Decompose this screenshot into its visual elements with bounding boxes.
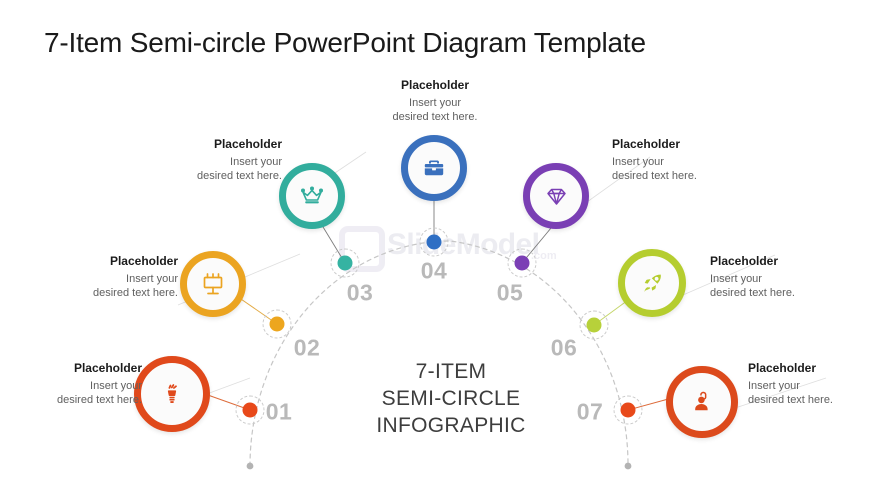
support-agent-icon — [689, 389, 715, 415]
node-dot-01[interactable] — [242, 402, 258, 418]
step-number-01: 01 — [265, 398, 293, 425]
step-number-07: 07 — [576, 398, 604, 425]
text-block-04: Placeholder Insert your desired text her… — [376, 77, 494, 124]
text-block-05: Placeholder Insert your desired text her… — [612, 136, 742, 183]
body-05-l2: desired text here. — [612, 170, 697, 182]
body-07-l1: Insert your — [748, 380, 800, 392]
step-number-04: 04 — [420, 257, 448, 284]
step-number-03: 03 — [346, 279, 374, 306]
billboard-icon — [200, 271, 226, 297]
center-title-line-2: SEMI-CIRCLE — [381, 387, 521, 410]
arc-endpoint-dot-right — [624, 462, 632, 470]
body-04-l1: Insert your — [409, 97, 461, 109]
text-block-02: Placeholder Insert your desired text her… — [62, 253, 178, 300]
heading-06: Placeholder — [710, 254, 779, 268]
heading-04: Placeholder — [400, 78, 470, 92]
node-ring-05 — [507, 248, 537, 278]
node-ring-04 — [419, 227, 449, 257]
node-ring-01 — [235, 395, 265, 425]
crown-icon — [299, 183, 325, 209]
heading-01: Placeholder — [73, 361, 142, 375]
node-ring-02 — [262, 309, 292, 339]
body-04-l2: desired text here. — [392, 111, 478, 123]
node-dot-02[interactable] — [269, 316, 285, 332]
node-dot-03[interactable] — [337, 255, 353, 271]
step-number-06: 06 — [550, 334, 578, 361]
icon-circle-06[interactable] — [618, 249, 686, 317]
briefcase-icon — [421, 155, 447, 181]
body-02-l2: desired text here. — [93, 287, 178, 299]
body-01-l1: Insert your — [90, 380, 142, 392]
body-02-l1: Insert your — [126, 273, 178, 285]
rocket-icon — [639, 270, 666, 297]
heading-02: Placeholder — [109, 254, 178, 268]
node-dot-04[interactable] — [426, 234, 442, 250]
node-ring-03 — [330, 248, 360, 278]
body-03-l2: desired text here. — [197, 170, 282, 182]
icon-circle-05[interactable] — [523, 163, 589, 229]
icon-circle-02[interactable] — [180, 251, 246, 317]
page-title: 7-Item Semi-circle PowerPoint Diagram Te… — [44, 27, 646, 58]
center-title-line-1: 7-ITEM — [415, 360, 487, 383]
node-dot-07[interactable] — [620, 402, 636, 418]
icon-circle-04[interactable] — [401, 135, 467, 201]
icon-circle-03[interactable] — [279, 163, 345, 229]
diamond-icon — [543, 183, 570, 210]
body-01-l2: desired text here. — [57, 394, 142, 406]
body-06-l1: Insert your — [710, 273, 762, 285]
lightbulb-icon — [160, 382, 184, 406]
heading-05: Placeholder — [612, 137, 681, 151]
body-03-l1: Insert your — [230, 156, 282, 168]
heading-07: Placeholder — [748, 361, 817, 375]
node-ring-07 — [613, 395, 643, 425]
body-05-l1: Insert your — [612, 156, 664, 168]
body-06-l2: desired text here. — [710, 287, 795, 299]
center-title-line-3: INFOGRAPHIC — [376, 414, 526, 437]
text-leader-07 — [719, 377, 827, 414]
text-leader-05 — [579, 156, 651, 208]
heading-03: Placeholder — [213, 137, 282, 151]
icon-circle-07[interactable] — [666, 366, 738, 438]
text-block-06: Placeholder Insert your desired text her… — [710, 253, 840, 300]
step-number-05: 05 — [496, 279, 524, 306]
node-ring-06 — [579, 310, 609, 340]
text-block-07: Placeholder Insert your desired text her… — [748, 360, 870, 407]
center-title: 7-ITEM SEMI-CIRCLE INFOGRAPHIC — [340, 358, 562, 439]
node-dot-05[interactable] — [514, 255, 530, 271]
arc-endpoint-dot-left — [246, 462, 254, 470]
body-07-l2: desired text here. — [748, 394, 833, 406]
dashed-arc-path — [249, 240, 629, 467]
text-block-03: Placeholder Insert your desired text her… — [166, 136, 282, 183]
step-number-02: 02 — [293, 334, 321, 361]
icon-circle-01[interactable] — [134, 356, 210, 432]
node-dot-06[interactable] — [586, 317, 602, 333]
text-block-01: Placeholder Insert your desired text her… — [26, 360, 142, 407]
